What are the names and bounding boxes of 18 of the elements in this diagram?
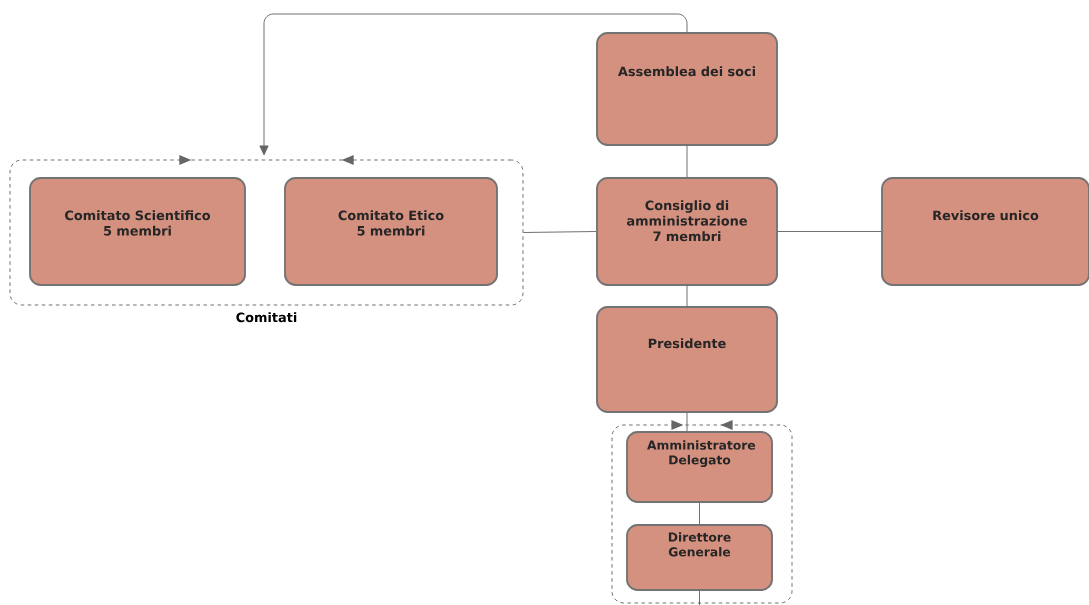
connector: [777, 231, 882, 232]
connector: [686, 145, 688, 178]
connector: [686, 412, 688, 432]
connector: [686, 285, 688, 307]
org-box: Amministratore Delegato: [626, 431, 773, 503]
connector: [523, 231, 597, 233]
connector: [699, 502, 700, 525]
org-box: Consiglio di amministrazione 7 membri: [596, 177, 778, 286]
org-box: Presidente: [596, 306, 778, 413]
org-box: Assemblea dei soci: [596, 32, 778, 146]
node-label: Comitati: [236, 312, 297, 323]
connector: [259, 13, 688, 156]
org-box: Comitato Etico 5 membri: [284, 177, 498, 286]
org-box: Comitato Scientifico 5 membri: [29, 177, 246, 286]
group-frame: [611, 420, 793, 604]
org-box: Revisore unico: [881, 177, 1089, 286]
connector: [699, 590, 700, 605]
org-box: Direttore Generale: [626, 524, 773, 591]
